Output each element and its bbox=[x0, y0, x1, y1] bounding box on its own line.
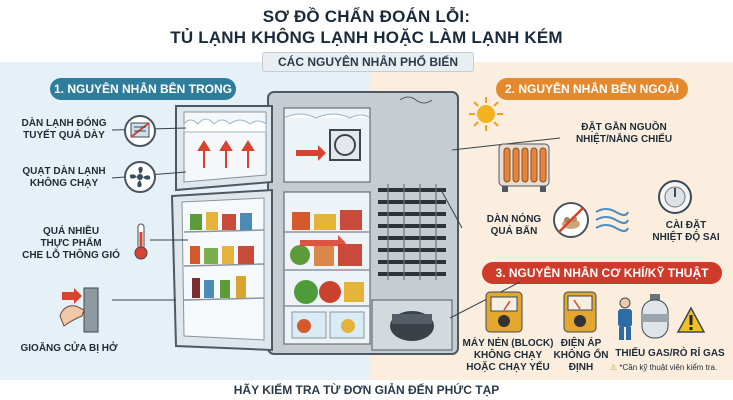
page-subtitle: TỦ LẠNH KHÔNG LẠNH HOẶC LÀM LẠNH KÉM bbox=[170, 28, 563, 47]
fan-label: QUẠT DÀN LẠNH KHÔNG CHẠY bbox=[22, 166, 106, 189]
gas-label: THIẾU GAS/RÒ RỈ GAS bbox=[615, 348, 725, 359]
setting-label: CÀI ĐẶT NHIỆT ĐỘ SAI bbox=[652, 220, 720, 243]
voltage-label: ĐIỆN ÁP KHÔNG ỔN ĐỊNH bbox=[553, 338, 609, 373]
warning-icon bbox=[676, 306, 706, 333]
airflow-icon bbox=[595, 208, 629, 232]
page-title: SƠ ĐỒ CHẨN ĐOÁN LỖI: bbox=[262, 7, 471, 26]
gas-note-text: *Cần kỹ thuật viên kiểm tra. bbox=[619, 363, 718, 372]
voltmeter-icon bbox=[485, 291, 523, 333]
dust-icon bbox=[553, 202, 589, 238]
ice-label: DÀN LẠNH ĐÓNG TUYẾT QUÁ DÀY bbox=[21, 118, 107, 141]
heat-label: ĐẶT GẦN NGUỒN NHIỆT/NẮNG CHIẾU bbox=[575, 122, 673, 145]
compressor-label: MÁY NÉN (BLOCK) KHÔNG CHẠY HOẶC CHẠY YẾU bbox=[462, 338, 554, 373]
condenser-label: DÀN NÓNG QUÁ BẨN bbox=[486, 214, 542, 237]
sun-icon bbox=[469, 97, 503, 131]
common-causes-banner: CÁC NGUYÊN NHÂN PHỔ BIẾN bbox=[262, 52, 474, 72]
door-seal-icon bbox=[59, 287, 99, 333]
warning-small-icon: ⚠ bbox=[610, 363, 618, 372]
thermometer-icon bbox=[134, 223, 148, 260]
compressor-icon bbox=[563, 291, 597, 333]
fan-icon bbox=[124, 161, 156, 193]
food-label: QUÁ NHIỀU THỰC PHẨM CHE LỖ THÔNG GIÓ bbox=[22, 226, 120, 261]
heater-icon bbox=[498, 143, 550, 192]
thermostat-dial-icon bbox=[658, 180, 692, 214]
gas-note: ⚠ *Cần kỹ thuật viên kiểm tra. bbox=[610, 362, 732, 374]
gas-tank-icon bbox=[641, 294, 669, 339]
gasket-label: GIOĂNG CỬA BỊ HỞ bbox=[20, 343, 118, 354]
technician-icon bbox=[618, 297, 632, 340]
snowflake-icon bbox=[124, 115, 156, 147]
footer-text: HÃY KIỂM TRA TỪ ĐƠN GIẢN ĐẾN PHỨC TẠP bbox=[225, 383, 508, 397]
section-outside-header: 2. NGUYÊN NHÂN BÊN NGOÀI bbox=[496, 78, 688, 100]
section-inside-header: 1. NGUYÊN NHÂN BÊN TRONG bbox=[50, 78, 236, 100]
footer: HÃY KIỂM TRA TỪ ĐƠN GIẢN ĐẾN PHỨC TẠP bbox=[0, 380, 733, 400]
section-mechanical-header: 3. NGUYÊN NHÂN CƠ KHÍ/KỸ THUẬT bbox=[482, 262, 722, 284]
